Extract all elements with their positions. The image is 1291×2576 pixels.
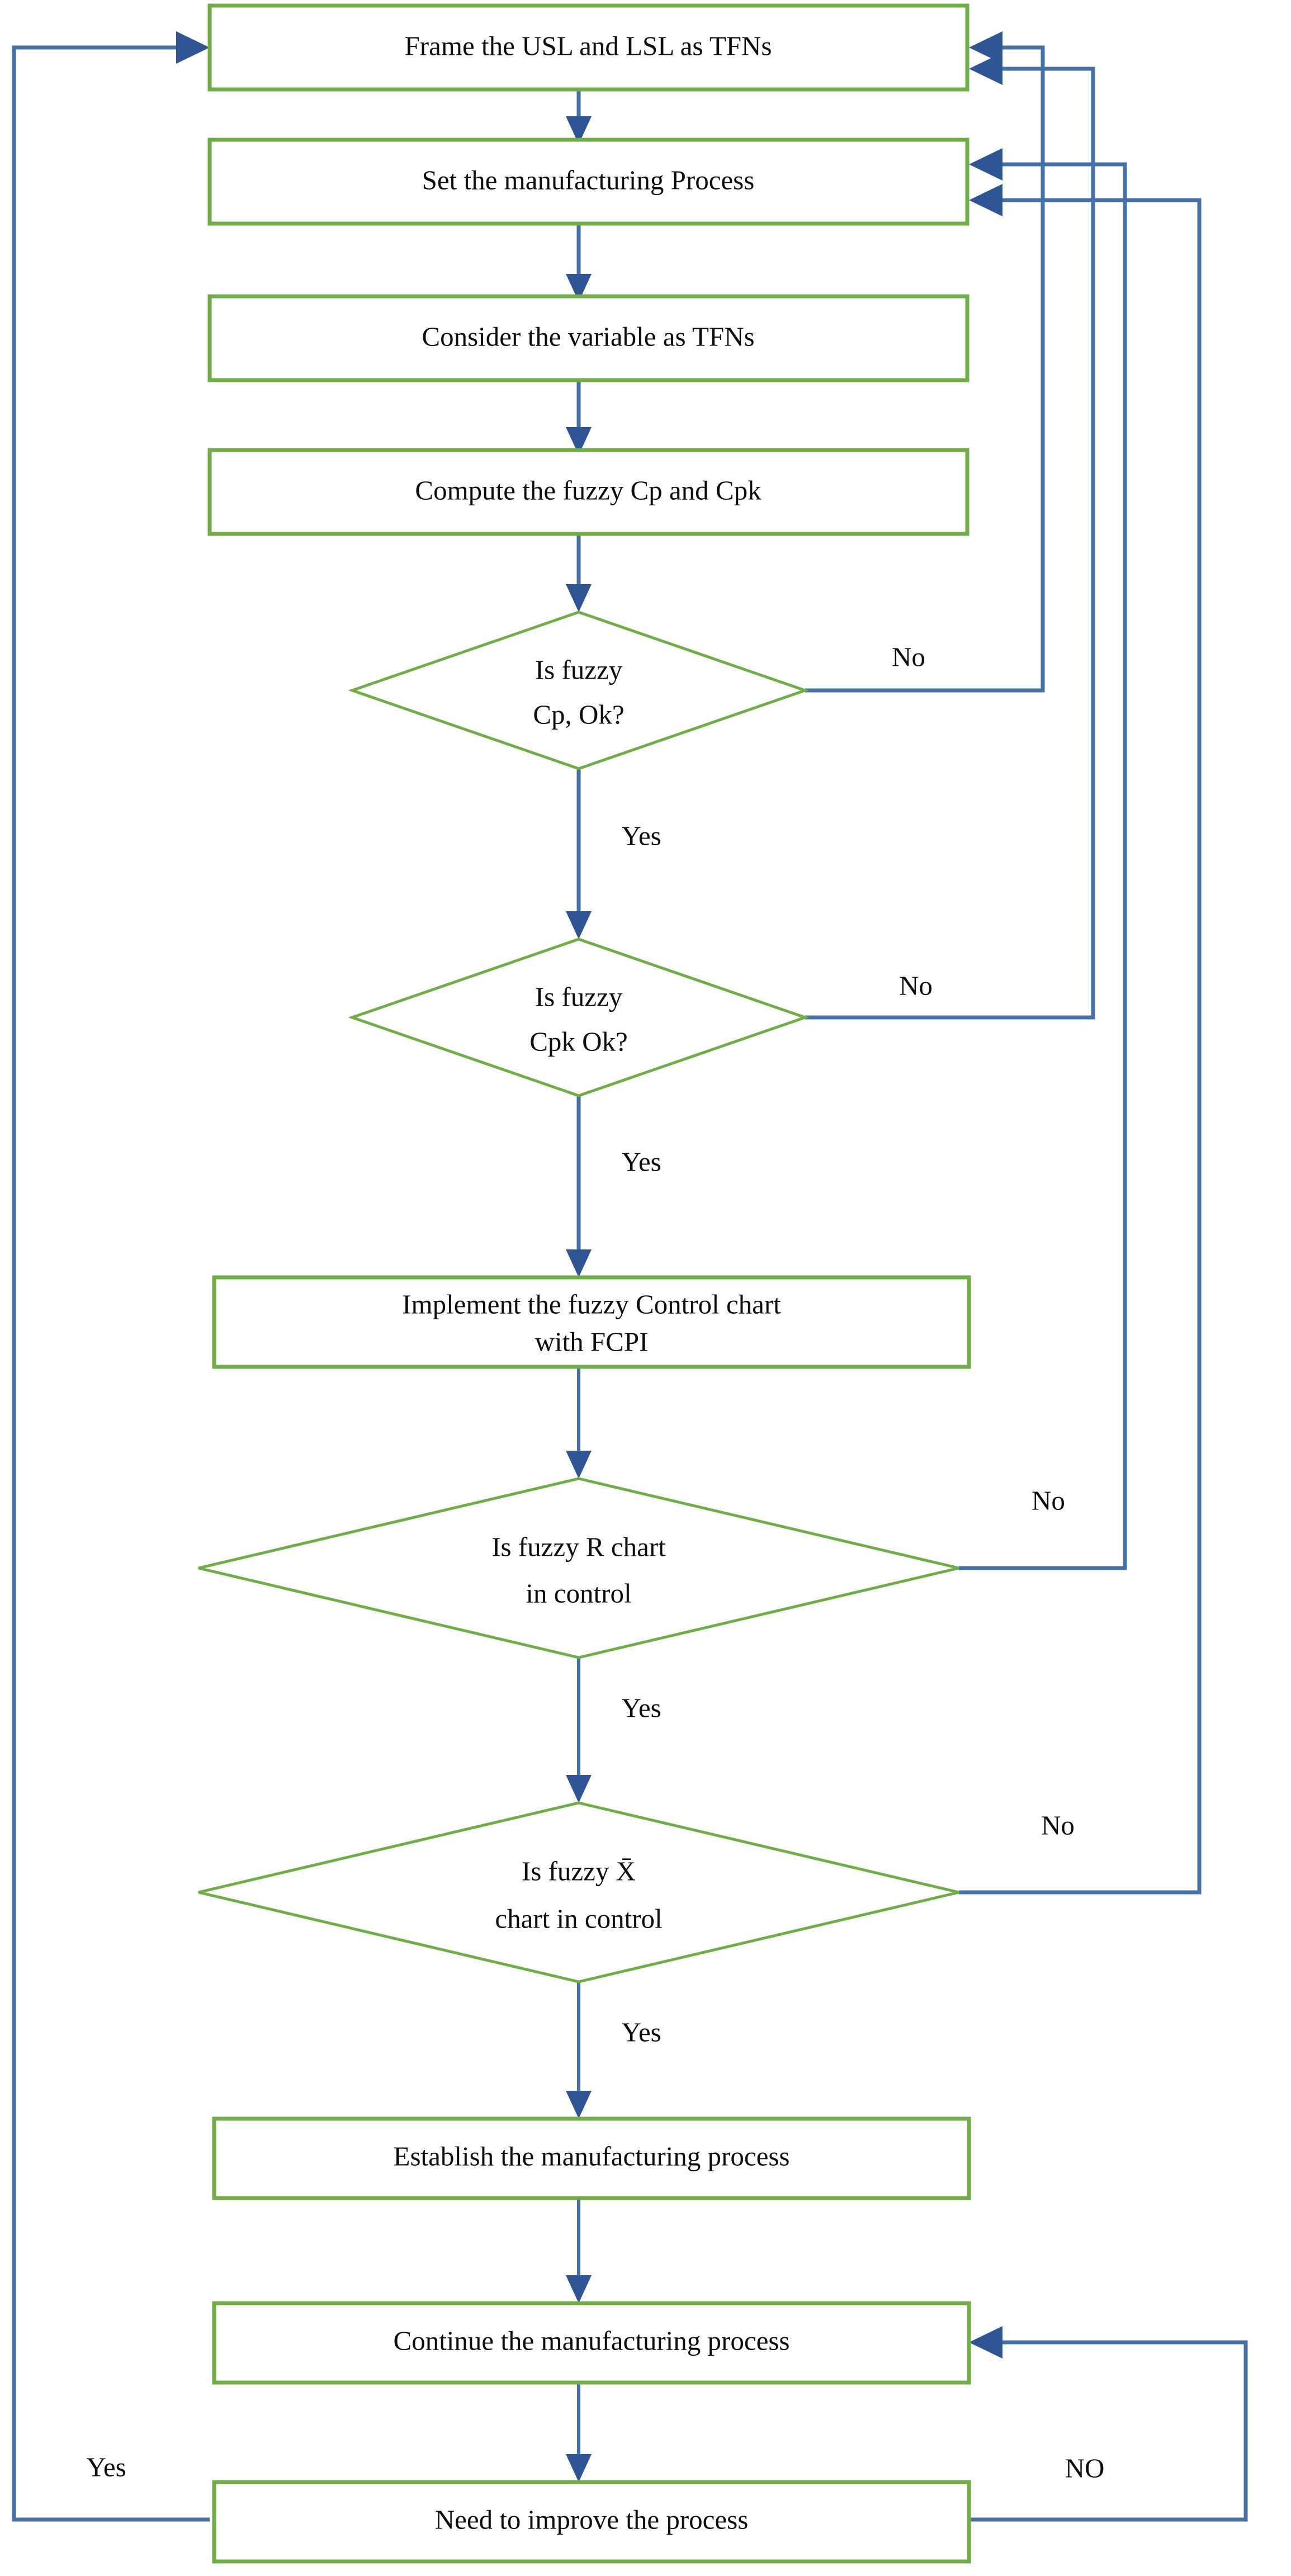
node-label-n7: Continue the manufacturing process [394, 2325, 790, 2356]
connector-d2-no-to-n1 [805, 53, 1095, 1020]
connector-n7-n8 [566, 2381, 592, 2482]
node-label-d1-line1: Is fuzzy [535, 654, 623, 685]
node-continue-manufacturing-process[interactable]: Continue the manufacturing process [212, 2301, 971, 2385]
edge-label-d4-yes: Yes [621, 2016, 661, 2047]
edge-label-d2-yes: Yes [621, 1146, 661, 1177]
node-set-manufacturing-process[interactable]: Set the manufacturing Process [207, 138, 970, 226]
node-label-d4-line1: Is fuzzy X̄ [522, 1855, 636, 1886]
node-label-n5-line1: Implement the fuzzy Control chart [402, 1289, 781, 1319]
edge-label-d1-no: No [892, 641, 925, 672]
node-label-d4-line2: chart in control [495, 1903, 662, 1934]
connector-n5-d3 [566, 1367, 592, 1479]
edge-label-d1-yes: Yes [621, 820, 661, 851]
connector-d3-no-to-n2 [959, 148, 1127, 1570]
node-decision-fuzzy-cpk-ok[interactable]: Is fuzzy Cpk Ok? [348, 937, 810, 1097]
edge-label-d3-no: No [1032, 1485, 1065, 1516]
connector-d4-no-to-n2 [959, 184, 1202, 1895]
connector-d3-d4 [566, 1658, 592, 1803]
edge-label-d2-no: No [899, 970, 933, 1001]
node-label-n3: Consider the variable as TFNs [422, 321, 754, 352]
connector-n3-n4 [566, 380, 592, 455]
connector-n8-no-to-n7 [969, 2326, 1248, 2522]
node-label-n4: Compute the fuzzy Cp and Cpk [415, 475, 762, 505]
node-label-n2: Set the manufacturing Process [422, 164, 755, 195]
connector-n4-d1 [566, 534, 592, 612]
node-consider-variable-tfns[interactable]: Consider the variable as TFNs [207, 294, 970, 382]
connector-n8-yes-to-n1 [12, 31, 210, 2522]
node-label-n1: Frame the USL and LSL as TFNs [405, 30, 772, 61]
node-label-n8: Need to improve the process [435, 2504, 749, 2535]
node-label-n6: Establish the manufacturing process [394, 2141, 790, 2171]
connector-d1-no-to-n1 [805, 31, 1045, 693]
edge-label-n8-yes: Yes [86, 2451, 126, 2482]
node-compute-fuzzy-cp-cpk[interactable]: Compute the fuzzy Cp and Cpk [207, 448, 970, 536]
node-label-n5-line2: with FCPI [535, 1326, 649, 1357]
connector-d4-n6 [566, 1982, 592, 2119]
connector-n2-n3 [566, 224, 592, 302]
node-establish-manufacturing-process[interactable]: Establish the manufacturing process [212, 2116, 971, 2200]
edge-label-d3-yes: Yes [621, 1692, 661, 1723]
node-decision-fuzzy-cp-ok[interactable]: Is fuzzy Cp, Ok? [348, 610, 810, 770]
connector-d1-d2 [566, 769, 592, 939]
connector-n1-n2 [566, 89, 592, 144]
node-decision-fuzzy-r-chart[interactable]: Is fuzzy R chart in control [198, 1477, 959, 1659]
node-label-d3-line2: in control [526, 1578, 631, 1608]
connector-d2-n5 [566, 1096, 592, 1277]
node-label-d3-line1: Is fuzzy R chart [491, 1531, 666, 1562]
node-implement-fuzzy-control-chart[interactable]: Implement the fuzzy Control chart with F… [212, 1275, 971, 1369]
node-decision-fuzzy-xbar-chart[interactable]: Is fuzzy X̄ chart in control [198, 1801, 959, 1983]
node-frame-usl-lsl[interactable]: Frame the USL and LSL as TFNs [207, 3, 970, 92]
edge-label-n8-no: NO [1065, 2452, 1105, 2483]
node-label-d1-line2: Cp, Ok? [533, 699, 624, 730]
connector-n6-n7 [566, 2197, 592, 2303]
node-need-improve-process[interactable]: Need to improve the process [212, 2480, 971, 2564]
node-label-d2-line2: Cpk Ok? [529, 1026, 628, 1057]
node-label-d2-line1: Is fuzzy [535, 981, 623, 1012]
edge-label-d4-no: No [1041, 1810, 1075, 1840]
